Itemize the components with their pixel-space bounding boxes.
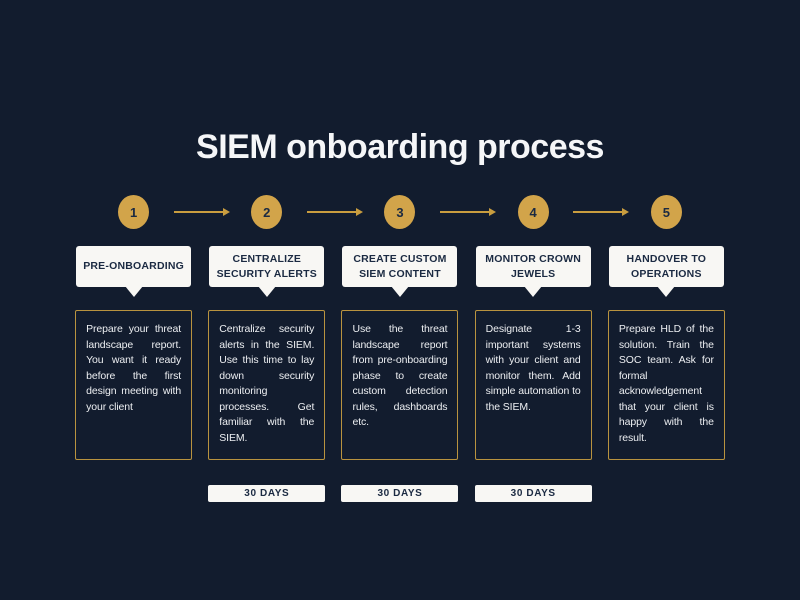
- step-2-description: Centralize security alerts in the SIEM. …: [208, 310, 326, 460]
- bubble-tail-icon: [257, 286, 276, 297]
- step-3-description: Use the threat landscape report from pre…: [341, 310, 459, 460]
- step-4-duration-badge: 30 DAYS: [474, 485, 592, 502]
- step-3-number: 3: [396, 204, 404, 220]
- step-3-duration-badge: 30 DAYS: [341, 485, 459, 502]
- arrow-right-icon: [307, 208, 363, 216]
- step-3-title-card: CREATE CUSTOM SIEM CONTENT: [342, 246, 458, 297]
- bubble-tail-icon: [524, 286, 543, 297]
- step-3-title: CREATE CUSTOM SIEM CONTENT: [353, 253, 447, 280]
- bubble-tail-icon: [124, 286, 143, 297]
- step-2-number: 2: [263, 204, 271, 220]
- step-5-number-circle: 5: [650, 195, 682, 229]
- step-4-title-card: MONITOR CROWN JEWELS: [475, 246, 591, 297]
- step-1-number: 1: [129, 204, 138, 220]
- step-1-title: PRE-ONBOARDING: [83, 260, 184, 273]
- step-1-title-card: PRE-ONBOARDING: [76, 246, 192, 297]
- step-1-description: Prepare your threat landscape report. Yo…: [75, 310, 193, 460]
- step-3-number-circle: 3: [384, 195, 416, 229]
- step-2-title-card: CENTRALIZE SECURITY ALERTS: [209, 246, 325, 297]
- step-4-number: 4: [529, 204, 537, 220]
- step-2-title: CENTRALIZE SECURITY ALERTS: [216, 253, 317, 280]
- step-title-row: PRE-ONBOARDING CENTRALIZE SECURITY ALERT…: [67, 246, 733, 298]
- bubble-tail-icon: [390, 286, 409, 297]
- step-1-number-circle: 1: [118, 195, 150, 229]
- step-2-duration-badge: 30 DAYS: [208, 485, 326, 502]
- arrow-right-icon: [573, 208, 629, 216]
- step-2-number-circle: 2: [251, 195, 283, 229]
- step-4-description: Designate 1-3 important systems with you…: [474, 310, 592, 460]
- step-5-description: Prepare HLD of the solution. Train the S…: [607, 310, 725, 460]
- duration-badge-row: 30 DAYS 30 DAYS 30 DAYS: [67, 485, 733, 503]
- step-5-title-card: HANDOVER TO OPERATIONS: [608, 246, 724, 297]
- step-number-row: 1 2 3 4 5: [67, 195, 733, 229]
- arrow-right-icon: [440, 208, 496, 216]
- step-description-row: Prepare your threat landscape report. Yo…: [67, 310, 733, 460]
- page-title: SIEM onboarding process: [196, 128, 604, 166]
- step-4-title: MONITOR CROWN JEWELS: [485, 253, 582, 280]
- bubble-tail-icon: [657, 286, 676, 297]
- step-4-number-circle: 4: [517, 195, 549, 229]
- arrow-right-icon: [174, 208, 230, 216]
- step-5-title: HANDOVER TO OPERATIONS: [626, 253, 707, 280]
- step-5-number: 5: [662, 204, 670, 220]
